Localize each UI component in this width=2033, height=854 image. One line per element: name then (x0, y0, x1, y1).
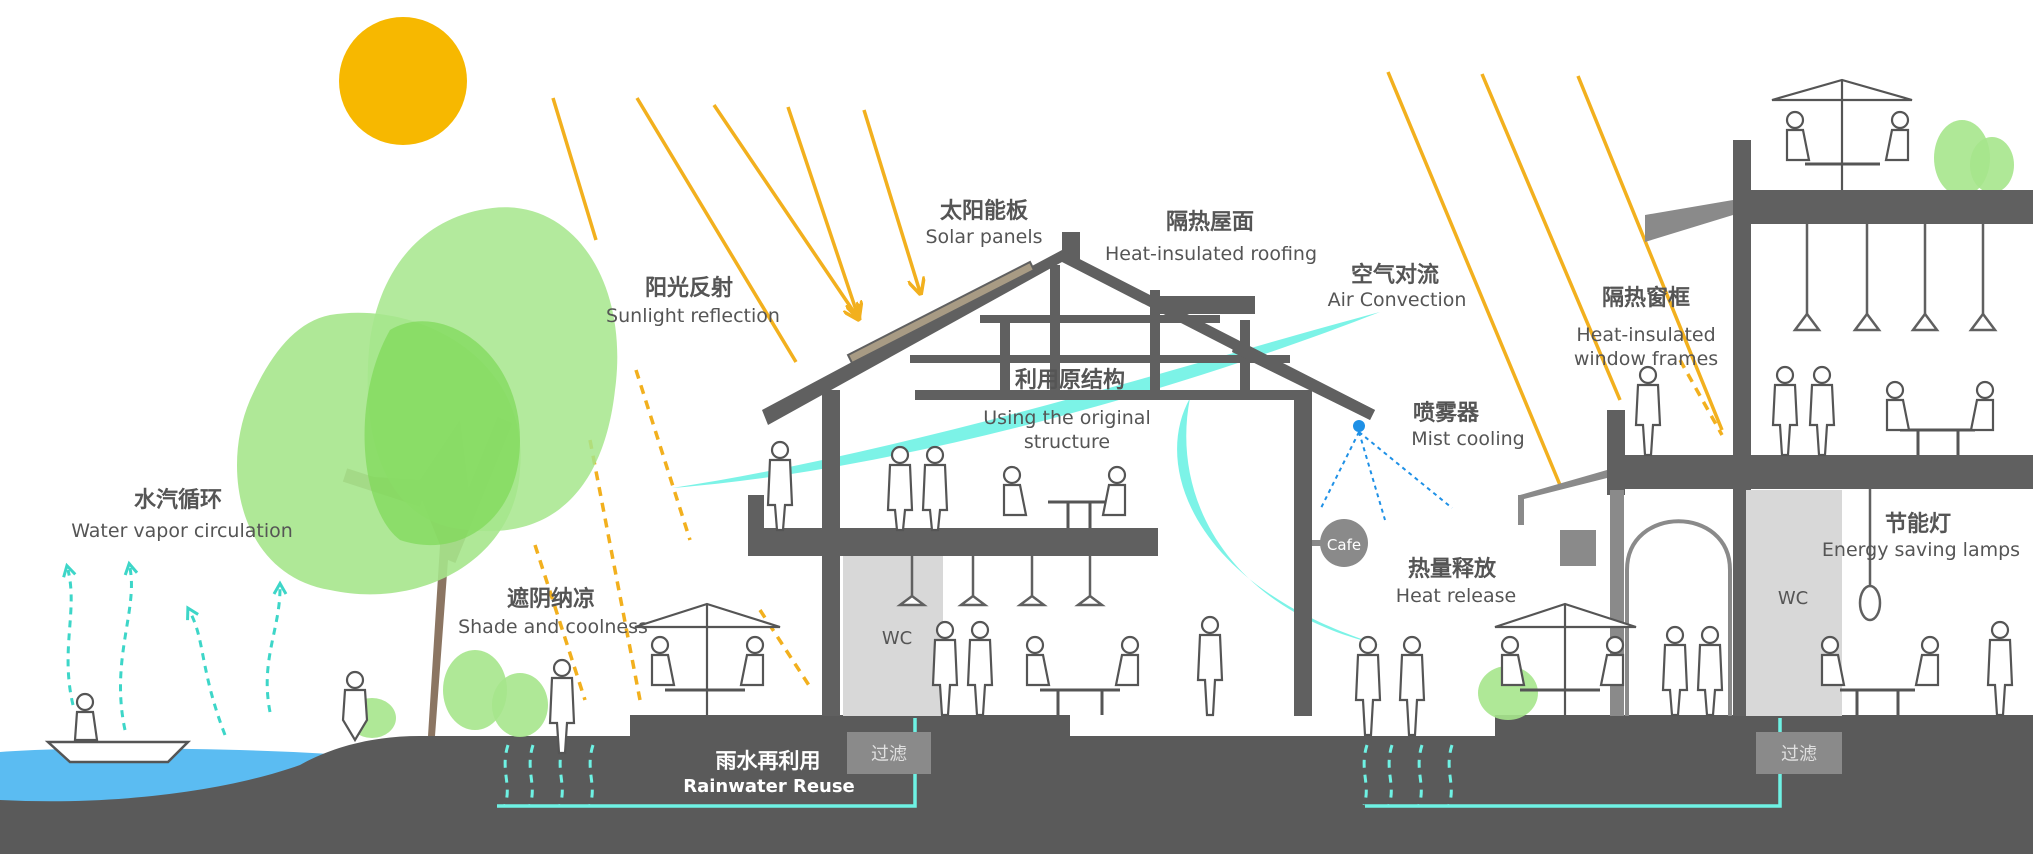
structure-en-2: structure (1024, 431, 1110, 453)
structure-zh: 利用原结构 (1015, 367, 1125, 393)
cafe-label: Cafe (1327, 536, 1361, 554)
filter-box-right (1756, 732, 1842, 774)
rainwater-zh: 雨水再利用 (716, 749, 821, 773)
water-vapor-arrows (62, 560, 288, 736)
mist-spray (1319, 431, 1453, 521)
roofing-zh: 隔热屋面 (1166, 209, 1254, 235)
pendant-lamps-middle (896, 556, 1106, 607)
mist-zh: 喷雾器 (1413, 401, 1480, 426)
window-en-1: Heat-insulated (1576, 324, 1715, 346)
window-zh: 隔热窗框 (1602, 285, 1690, 311)
wc-label-right: WC (1778, 588, 1808, 609)
reflected-rays (533, 359, 1724, 701)
shade-zh: 遮阴纳凉 (507, 586, 595, 612)
solar-en: Solar panels (925, 226, 1042, 248)
tables (665, 162, 1975, 715)
arch-doorway (1625, 519, 1732, 716)
wc-label-left: WC (882, 628, 912, 649)
mist-en: Mist cooling (1411, 428, 1524, 450)
sunlight-en: Sunlight reflection (606, 305, 780, 327)
shrubs (348, 120, 2014, 738)
window-en-2: window frames (1574, 348, 1718, 370)
rainwater-en: Rainwater Reuse (683, 776, 855, 797)
cafe-sign (1320, 519, 1368, 567)
roofing-en: Heat-insulated roofing (1105, 243, 1317, 265)
heat-release-zh: 热量释放 (1408, 556, 1497, 582)
heat-release-en: Heat release (1396, 585, 1516, 607)
pendant-lamps-right (1792, 224, 1998, 622)
sunlight-zh: 阳光反射 (645, 275, 733, 301)
mist-nozzle-icon (1353, 420, 1365, 432)
ground (0, 736, 2033, 854)
boat (44, 740, 192, 764)
rain-infiltration (503, 744, 1454, 806)
sun-icon (339, 17, 467, 145)
lamps-zh: 节能灯 (1885, 511, 1951, 537)
filter-label-left: 过滤 (871, 744, 907, 765)
right-building (1518, 140, 2033, 716)
filter-label-right: 过滤 (1781, 744, 1817, 765)
tree (236, 207, 618, 736)
water-vapor-zh: 水汽循环 (134, 487, 222, 513)
solar-panel (846, 260, 1036, 365)
people (73, 110, 2014, 755)
filter-box-left (847, 732, 931, 774)
middle-building (748, 232, 1375, 716)
water-vapor-en: Water vapor circulation (71, 520, 293, 542)
shade-en: Shade and coolness (458, 616, 648, 638)
structure-en-1: Using the original (983, 407, 1150, 429)
umbrellas (634, 78, 1913, 715)
lamps-en: Energy saving lamps (1822, 539, 2020, 561)
convection-en: Air Convection (1328, 289, 1467, 311)
solar-zh: 太阳能板 (940, 198, 1029, 224)
sun-rays (551, 71, 1724, 486)
convection-zh: 空气对流 (1351, 262, 1439, 288)
